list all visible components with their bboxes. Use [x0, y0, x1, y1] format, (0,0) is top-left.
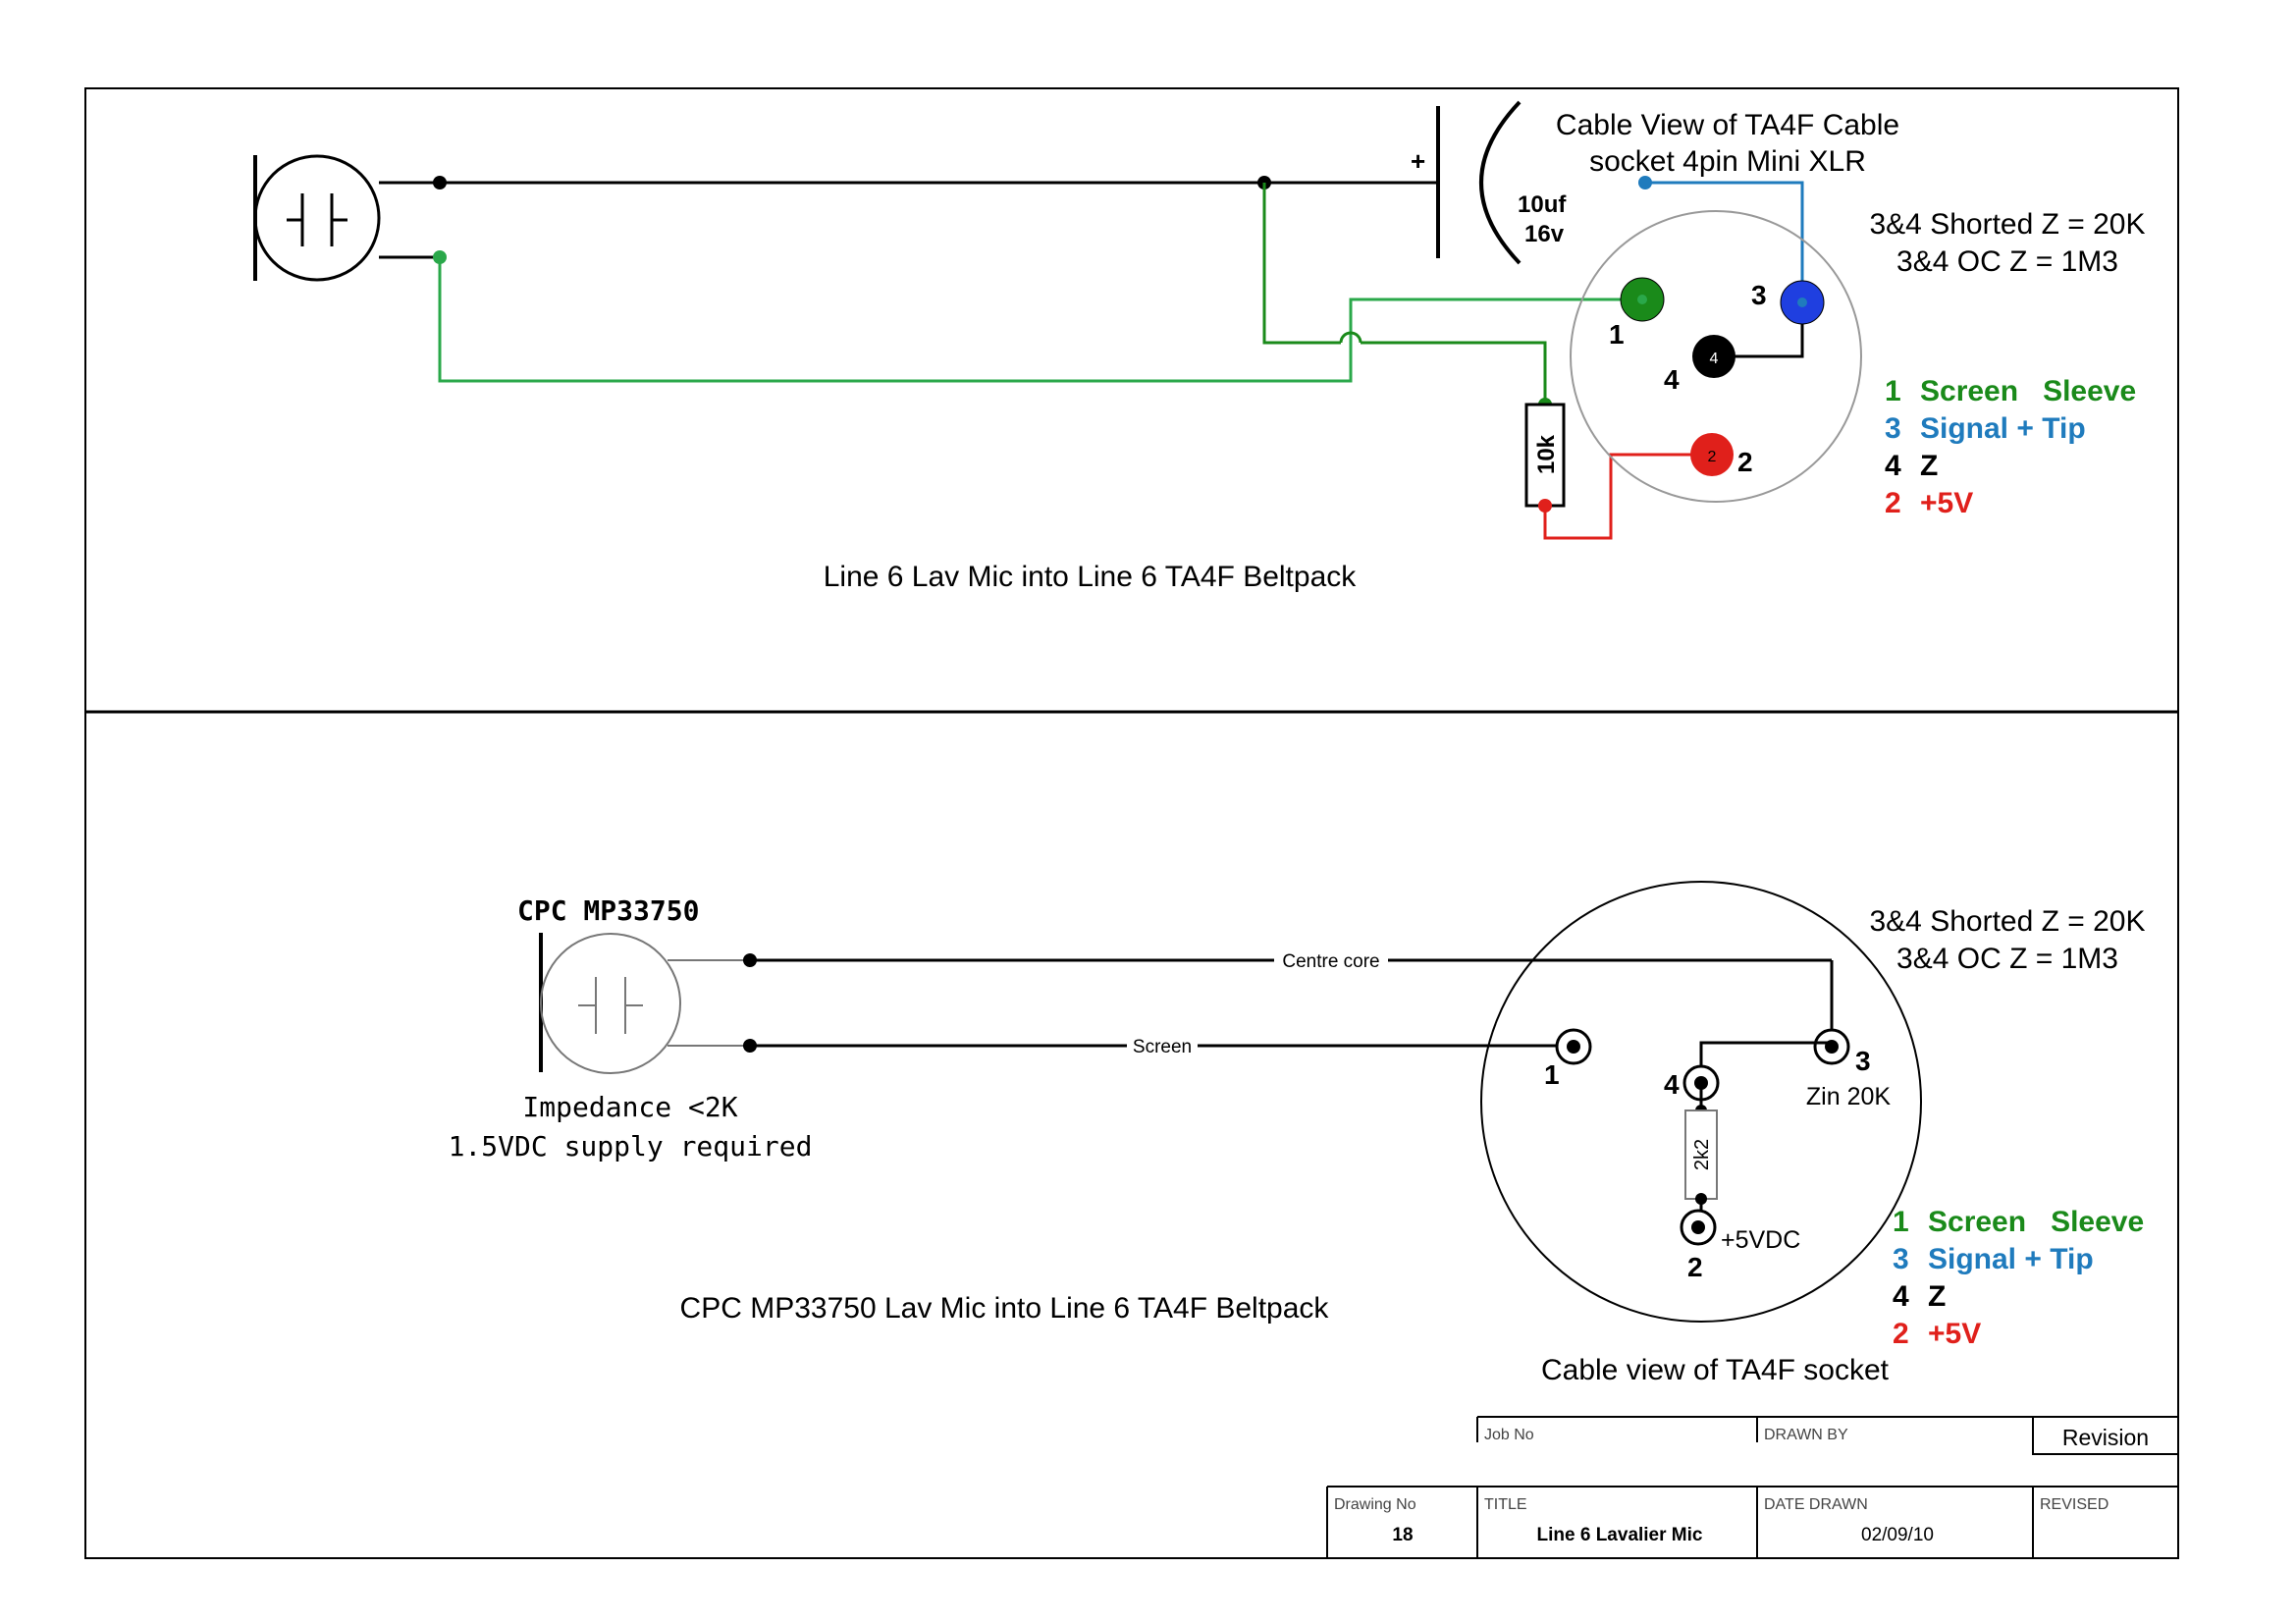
- connector-title-line1: Cable View of TA4F Cable: [1556, 109, 1899, 141]
- top-caption: Line 6 Lav Mic into Line 6 TA4F Beltpack: [824, 561, 1358, 593]
- tip-wire-top: [1638, 176, 1804, 358]
- drawing-frame: [84, 87, 2179, 1559]
- mic-impedance: Impedance <2K: [522, 1091, 737, 1123]
- ta4f-connector-face-bottom: [1480, 881, 1922, 1323]
- legend-bottom-text-4: Z: [1928, 1280, 1946, 1313]
- pin-3-label-bottom: 3: [1855, 1046, 1871, 1076]
- signal-wire-top: [379, 176, 1438, 264]
- pin-legend-top: 1 Screen Sleeve 3 Signal + Tip 4 Z 2 +5V: [1885, 375, 2136, 519]
- pin-2-bottom: [1680, 1209, 1717, 1246]
- legend-bottom-text-3: Signal + Tip: [1928, 1243, 2094, 1275]
- pin-2-top: 2: [1690, 433, 1734, 476]
- impedance-oc-bottom: 3&4 OC Z = 1M3: [1896, 943, 2118, 975]
- pin-1-top: [1620, 277, 1665, 322]
- pin-1-label-bottom: 1: [1544, 1059, 1560, 1090]
- legend-top-text-1: Screen Sleeve: [1920, 375, 2136, 407]
- revised-label: REVISED: [2040, 1496, 2109, 1513]
- resistor-2k2: 2k2: [1684, 1083, 1718, 1227]
- top-panel: + 10uf 16v 10k: [253, 100, 2146, 593]
- drawn-by-label: DRAWN BY: [1764, 1427, 1848, 1443]
- mic-capsule-top: [253, 154, 381, 282]
- legend-bottom-num-4: 4: [1893, 1280, 1909, 1313]
- legend-top-text-4: Z: [1920, 450, 1938, 482]
- pin-1-bottom: [1555, 1028, 1592, 1065]
- impedance-shorted-top: 3&4 Shorted Z = 20K: [1869, 208, 2145, 241]
- mic-name: CPC MP33750: [517, 894, 699, 927]
- mic-supply: 1.5VDC supply required: [449, 1130, 813, 1163]
- legend-top-text-2: +5V: [1920, 487, 1973, 519]
- centre-core-wire: [743, 953, 1834, 1047]
- pin-3-top: [1780, 280, 1825, 325]
- legend-bottom-text-1: Screen Sleeve: [1928, 1206, 2144, 1238]
- screen-wire-bottom: [743, 1039, 1561, 1053]
- pin-1-label-top: 1: [1609, 319, 1625, 350]
- capacitor-plus: +: [1411, 146, 1425, 176]
- plus5vdc-label: +5VDC: [1721, 1226, 1800, 1254]
- screen-label: Screen: [1133, 1037, 1192, 1057]
- connector-title-line2: socket 4pin Mini XLR: [1589, 145, 1866, 178]
- centre-core-label: Centre core: [1282, 951, 1379, 972]
- pin-2-label-top: 2: [1737, 447, 1753, 477]
- legend-bottom-num-2: 2: [1893, 1318, 1909, 1350]
- drawing-no-label: Drawing No: [1334, 1496, 1416, 1513]
- pin-3-label-top: 3: [1751, 280, 1767, 310]
- zin-label: Zin 20K: [1806, 1083, 1891, 1110]
- date-drawn-label: DATE DRAWN: [1764, 1496, 1868, 1513]
- pin-2-label-bottom: 2: [1687, 1252, 1703, 1282]
- legend-bottom-num-1: 1: [1893, 1206, 1909, 1238]
- capacitor-voltage: 16v: [1524, 221, 1565, 247]
- power-wire-top: [1538, 453, 1710, 540]
- pin-4-inner-label: 4: [1710, 351, 1719, 367]
- title-label: TITLE: [1484, 1496, 1527, 1513]
- resistor-10k-label: 10k: [1533, 434, 1560, 474]
- screen-wire-top: [438, 183, 1655, 411]
- legend-bottom-text-2: +5V: [1928, 1318, 1981, 1350]
- pin-legend-bottom: 1 Screen Sleeve 3 Signal + Tip 4 Z 2 +5V: [1893, 1206, 2144, 1350]
- legend-top-num-1: 1: [1885, 375, 1901, 407]
- bottom-caption: CPC MP33750 Lav Mic into Line 6 TA4F Bel…: [680, 1292, 1330, 1325]
- pin-3-bottom: [1813, 1028, 1850, 1065]
- bottom-panel: CPC MP33750 Impedance <2K 1.5VDC supply …: [449, 881, 2146, 1386]
- impedance-oc-top: 3&4 OC Z = 1M3: [1896, 245, 2118, 278]
- pin-4-top: 4: [1692, 335, 1735, 378]
- resistor-10k: 10k: [1524, 403, 1566, 508]
- impedance-shorted-bottom: 3&4 Shorted Z = 20K: [1869, 905, 2145, 938]
- legend-top-text-3: Signal + Tip: [1920, 412, 2086, 445]
- job-no-label: Job No: [1484, 1427, 1534, 1443]
- mic-capsule-bottom: [539, 933, 750, 1074]
- ta4f-connector-face-top: [1570, 210, 1862, 503]
- drawing-no-value: 18: [1392, 1525, 1413, 1545]
- capacitor: [1436, 100, 1522, 265]
- title-block: Job No DRAWN BY Revision Drawing No 18 T…: [1326, 1416, 2179, 1558]
- pin-4-label-bottom: 4: [1664, 1069, 1680, 1100]
- pin-4-to-3-link: [1699, 1041, 1832, 1083]
- title-value: Line 6 Lavalier Mic: [1537, 1525, 1703, 1545]
- socket-caption: Cable view of TA4F socket: [1541, 1354, 1890, 1386]
- legend-top-num-4: 4: [1885, 450, 1901, 482]
- legend-top-num-3: 3: [1885, 412, 1901, 445]
- legend-bottom-num-3: 3: [1893, 1243, 1909, 1275]
- capacitor-value: 10uf: [1518, 191, 1567, 218]
- pin-2-inner-label: 2: [1708, 449, 1717, 465]
- legend-top-num-2: 2: [1885, 487, 1901, 519]
- date-drawn-value: 02/09/10: [1861, 1525, 1934, 1545]
- resistor-2k2-label: 2k2: [1691, 1139, 1713, 1170]
- pin-4-label-top: 4: [1664, 364, 1680, 395]
- revision-label: Revision: [2062, 1425, 2149, 1450]
